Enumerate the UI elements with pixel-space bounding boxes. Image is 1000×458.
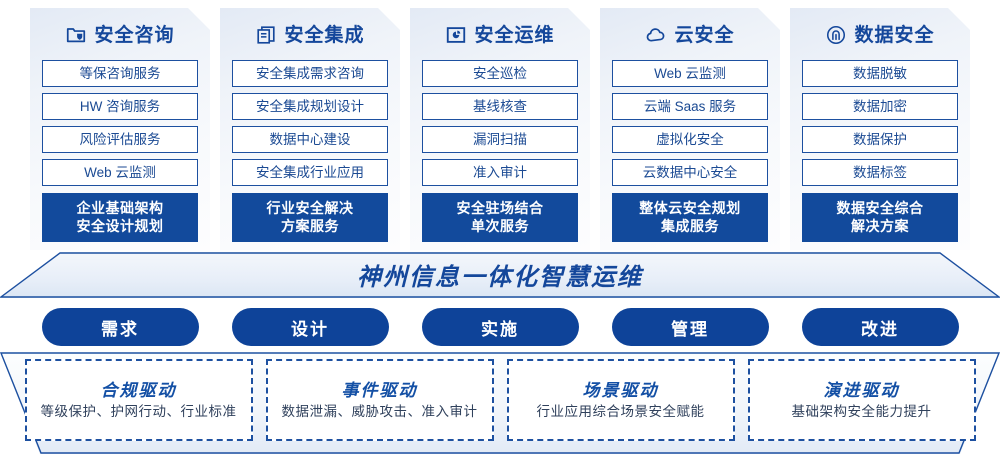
pillar-item[interactable]: 数据脱敏 [802, 60, 958, 87]
pillar-summary[interactable]: 整体云安全规划 集成服务 [612, 193, 768, 242]
pillar-item[interactable]: 安全集成行业应用 [232, 159, 388, 186]
driver-title: 场景驱动 [582, 380, 659, 400]
pillar-item[interactable]: 数据中心建设 [232, 126, 388, 153]
pillar-item[interactable]: 数据保护 [802, 126, 958, 153]
pillar-item[interactable]: 云数据中心安全 [612, 159, 768, 186]
banner-background [0, 252, 1000, 298]
driver-description: 数据泄漏、威胁攻击、准入审计 [281, 403, 478, 419]
pillar-summary-line: 解决方案 [851, 218, 909, 234]
pillar-title: 安全集成 [284, 24, 365, 46]
pillar-item[interactable]: 数据加密 [802, 93, 958, 120]
pillar-summary-line: 安全驻场结合 [456, 200, 544, 216]
driver-card-evolution[interactable]: 演进驱动 基础架构安全能力提升 [747, 359, 976, 441]
pillar-item[interactable]: 安全集成需求咨询 [232, 60, 388, 87]
pillar-summary-line: 行业安全解决 [266, 200, 354, 216]
pillar-item[interactable]: 云端 Saas 服务 [612, 93, 768, 120]
pillar-summary[interactable]: 行业安全解决 方案服务 [232, 193, 388, 242]
pillar-summary-line: 安全设计规划 [76, 218, 164, 234]
driver-card-group: 合规驱动 等级保护、护网行动、行业标准 事件驱动 数据泄漏、威胁攻击、准入审计 … [0, 359, 1000, 447]
pillar-item[interactable]: 虚拟化安全 [612, 126, 768, 153]
driver-description: 行业应用综合场景安全赋能 [536, 403, 705, 419]
phase-pill-group: 需求 设计 实施 管理 改进 [0, 308, 1000, 348]
pillar-item-list: 等保咨询服务 HW 咨询服务 风险评估服务 Web 云监测 [42, 60, 198, 186]
pillar-summary[interactable]: 安全驻场结合 单次服务 [422, 193, 578, 242]
documents-stack-icon [255, 24, 277, 46]
pillar-item[interactable]: 安全集成规划设计 [232, 93, 388, 120]
pillar-item-list: 安全集成需求咨询 安全集成规划设计 数据中心建设 安全集成行业应用 [232, 60, 388, 186]
driver-title: 合规驱动 [100, 380, 177, 400]
pillar-item-list: 数据脱敏 数据加密 数据保护 数据标签 [802, 60, 958, 186]
pillar-header: 安全咨询 [42, 12, 198, 58]
pillar-card-security-consulting[interactable]: 安全咨询 等保咨询服务 HW 咨询服务 风险评估服务 Web 云监测 企业基础架… [30, 8, 210, 250]
folder-shield-icon [65, 24, 87, 46]
platform-banner: 神州信息一体化智慧运维 [0, 252, 1000, 298]
pillar-summary-line: 数据安全综合 [836, 200, 924, 216]
pillar-card-security-integration[interactable]: 安全集成 安全集成需求咨询 安全集成规划设计 数据中心建设 安全集成行业应用 行… [220, 8, 400, 250]
cloud-icon [645, 24, 667, 46]
driver-description: 等级保护、护网行动、行业标准 [40, 403, 237, 419]
phase-pill-improvement[interactable]: 改进 [801, 308, 959, 346]
driver-card-incident[interactable]: 事件驱动 数据泄漏、威胁攻击、准入审计 [265, 359, 494, 441]
phase-pill-demand[interactable]: 需求 [41, 308, 199, 346]
pillar-item[interactable]: 数据标签 [802, 159, 958, 186]
driver-title: 事件驱动 [341, 380, 418, 400]
fingerprint-icon [825, 24, 847, 46]
pillar-item[interactable]: 风险评估服务 [42, 126, 198, 153]
pillar-item[interactable]: 准入审计 [422, 159, 578, 186]
pillar-item[interactable]: Web 云监测 [612, 60, 768, 87]
pillar-summary-line: 企业基础架构 [76, 200, 164, 216]
pillar-card-security-operations[interactable]: 安全运维 安全巡检 基线核查 漏洞扫描 准入审计 安全驻场结合 单次服务 [410, 8, 590, 250]
monitor-chart-icon [445, 24, 467, 46]
pillar-card-cloud-security[interactable]: 云安全 Web 云监测 云端 Saas 服务 虚拟化安全 云数据中心安全 整体云… [600, 8, 780, 250]
pillar-header: 云安全 [612, 12, 768, 58]
pillar-summary-line: 单次服务 [471, 218, 529, 234]
banner-title: 神州信息一体化智慧运维 [357, 263, 643, 291]
pillar-header: 安全运维 [422, 12, 578, 58]
pillar-header: 安全集成 [232, 12, 388, 58]
phase-pill-implementation[interactable]: 实施 [421, 308, 579, 346]
banner-outline [0, 252, 1000, 298]
pillar-summary[interactable]: 企业基础架构 安全设计规划 [42, 193, 198, 242]
pillar-item[interactable]: 漏洞扫描 [422, 126, 578, 153]
driver-title: 演进驱动 [823, 380, 900, 400]
pillar-title: 云安全 [674, 24, 735, 46]
pillar-item[interactable]: 基线核查 [422, 93, 578, 120]
pillar-title: 数据安全 [854, 24, 935, 46]
phase-pill-design[interactable]: 设计 [231, 308, 389, 346]
pillar-item[interactable]: 安全巡检 [422, 60, 578, 87]
pillar-title: 安全咨询 [94, 24, 175, 46]
drivers-band: 合规驱动 等级保护、护网行动、行业标准 事件驱动 数据泄漏、威胁攻击、准入审计 … [0, 352, 1000, 454]
pillar-header: 数据安全 [802, 12, 958, 58]
pillar-item[interactable]: 等保咨询服务 [42, 60, 198, 87]
pillar-item-list: Web 云监测 云端 Saas 服务 虚拟化安全 云数据中心安全 [612, 60, 768, 186]
pillar-item-list: 安全巡检 基线核查 漏洞扫描 准入审计 [422, 60, 578, 186]
pillar-summary-line: 集成服务 [661, 218, 719, 234]
driver-card-compliance[interactable]: 合规驱动 等级保护、护网行动、行业标准 [24, 359, 253, 441]
pillar-item[interactable]: HW 咨询服务 [42, 93, 198, 120]
pillar-title: 安全运维 [474, 24, 555, 46]
pillar-summary[interactable]: 数据安全综合 解决方案 [802, 193, 958, 242]
pillar-card-data-security[interactable]: 数据安全 数据脱敏 数据加密 数据保护 数据标签 数据安全综合 解决方案 [790, 8, 970, 250]
pillar-item[interactable]: Web 云监测 [42, 159, 198, 186]
phase-pill-management[interactable]: 管理 [611, 308, 769, 346]
pillar-card-group: 安全咨询 等保咨询服务 HW 咨询服务 风险评估服务 Web 云监测 企业基础架… [0, 8, 1000, 256]
driver-card-scenario[interactable]: 场景驱动 行业应用综合场景安全赋能 [506, 359, 735, 441]
pillar-summary-line: 方案服务 [281, 218, 339, 234]
pillar-summary-line: 整体云安全规划 [639, 200, 741, 216]
driver-description: 基础架构安全能力提升 [791, 403, 932, 419]
